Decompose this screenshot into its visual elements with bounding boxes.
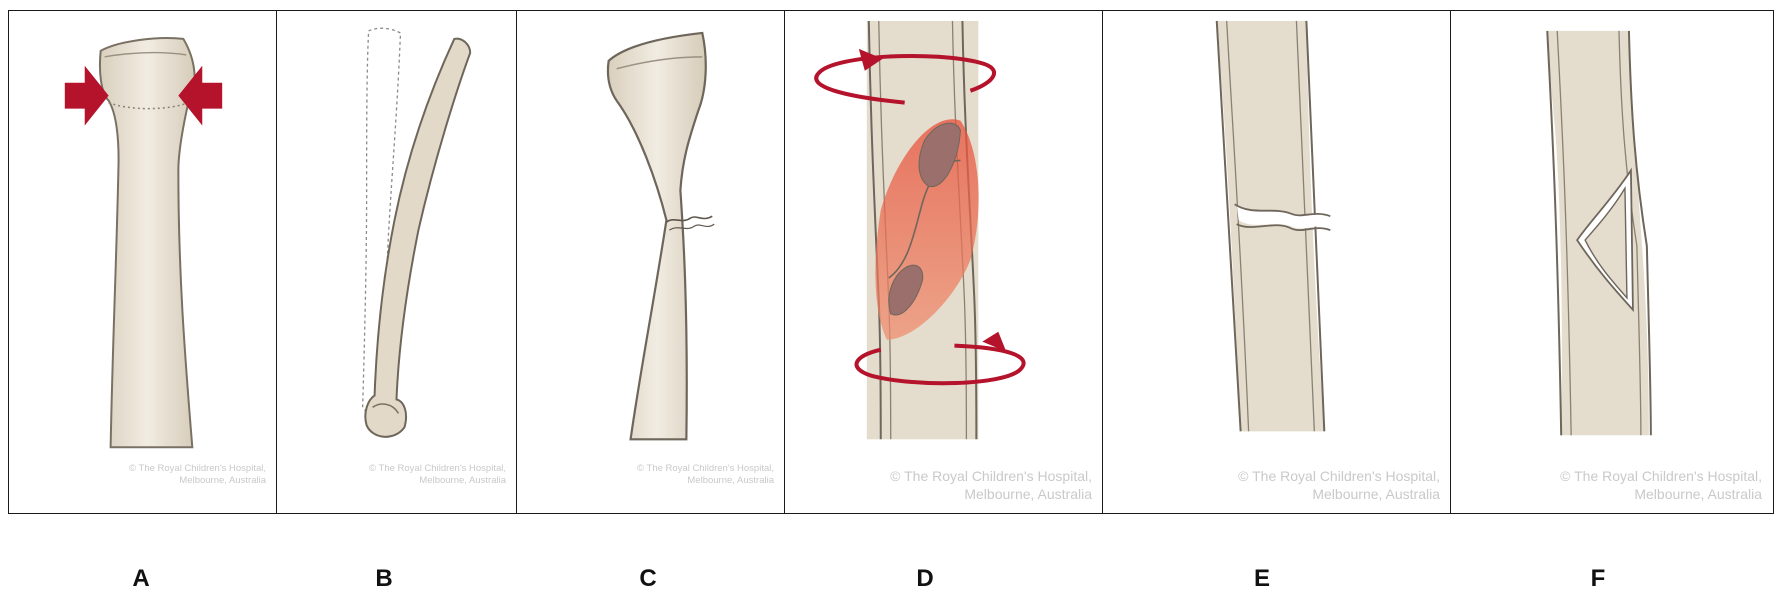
original-bone-outline: [361, 27, 402, 413]
panel-c: © The Royal Children's Hospital, Melbour…: [517, 11, 785, 513]
bone-wall-left-inner: [1556, 30, 1572, 436]
buckle-marks: [108, 101, 189, 110]
condyle-detail: [372, 403, 400, 414]
bone-wall-left: [1546, 30, 1563, 436]
panel-c-illustration: [606, 31, 715, 441]
panel-f: © The Royal Children's Hospital, Melbour…: [1451, 11, 1772, 513]
bone-wall-left-inner: [1226, 20, 1250, 432]
bone-wall-left: [1215, 20, 1242, 432]
fracture-fragment-lower: [888, 264, 924, 316]
panel-label-a: A: [132, 565, 150, 592]
panel-d: © The Royal Children's Hospital, Melbour…: [785, 11, 1103, 513]
bone-shaft: [98, 37, 196, 449]
panel-label-d: D: [916, 565, 934, 592]
transverse-fracture-line-upper: [1234, 203, 1331, 218]
rotation-arrow-top-head-icon: [858, 48, 883, 71]
panel-label-f: F: [1590, 565, 1606, 592]
greenstick-crack: [665, 215, 713, 223]
compression-arrow-left-icon: [64, 65, 109, 126]
panel-a-illustration: [64, 37, 223, 449]
panel-b-illustration: [361, 27, 472, 438]
panel-e-illustration: [1215, 20, 1331, 432]
rotation-arrow-bottom-icon: [854, 343, 1026, 386]
bowed-bone: [364, 37, 472, 438]
bone-cap-line: [616, 56, 703, 70]
copyright-credit: © The Royal Children's Hospital, Melbour…: [637, 463, 774, 487]
compression-arrow-right-icon: [178, 65, 223, 126]
copyright-credit: © The Royal Children's Hospital, Melbour…: [369, 463, 506, 487]
panel-f-illustration: [1546, 30, 1652, 436]
bone-wall-right-inner: [1295, 20, 1315, 432]
greenstick-crack-inner: [669, 223, 715, 231]
transverse-fracture-gap: [1236, 204, 1329, 229]
copyright-credit: © The Royal Children's Hospital, Melbour…: [1238, 468, 1440, 502]
bone-wall-right: [1627, 30, 1652, 436]
bone-wall-right-inner: [1618, 30, 1642, 436]
bone-wall-right: [961, 20, 978, 440]
panel-label-c: C: [639, 565, 657, 592]
panel-b: © The Royal Children's Hospital, Melbour…: [277, 11, 517, 513]
bone-cap-line: [104, 51, 187, 58]
panel-label-e: E: [1253, 565, 1270, 592]
bone-wall-right: [1305, 20, 1326, 432]
bone-shaft: [606, 31, 707, 441]
panel-d-illustration: [814, 20, 1026, 440]
bone-wall-right-inner: [951, 20, 968, 440]
panel-a: © The Royal Children's Hospital, Melbour…: [9, 11, 277, 513]
transverse-fracture-line-lower: [1236, 223, 1331, 232]
copyright-credit: © The Royal Children's Hospital, Melbour…: [129, 463, 266, 487]
copyright-credit: © The Royal Children's Hospital, Melbour…: [1560, 468, 1762, 502]
fracture-diagram-strip: © The Royal Children's Hospital, Melbour…: [8, 10, 1774, 514]
panel-e: © The Royal Children's Hospital, Melbour…: [1103, 11, 1451, 513]
butterfly-fragment-inner: [1584, 185, 1628, 300]
fracture-fragment-upper: [918, 122, 961, 187]
rotation-arrow-bottom-head-icon: [982, 331, 1007, 352]
copyright-credit: © The Royal Children's Hospital, Melbour…: [890, 468, 1092, 502]
panel-label-b: B: [375, 565, 393, 592]
